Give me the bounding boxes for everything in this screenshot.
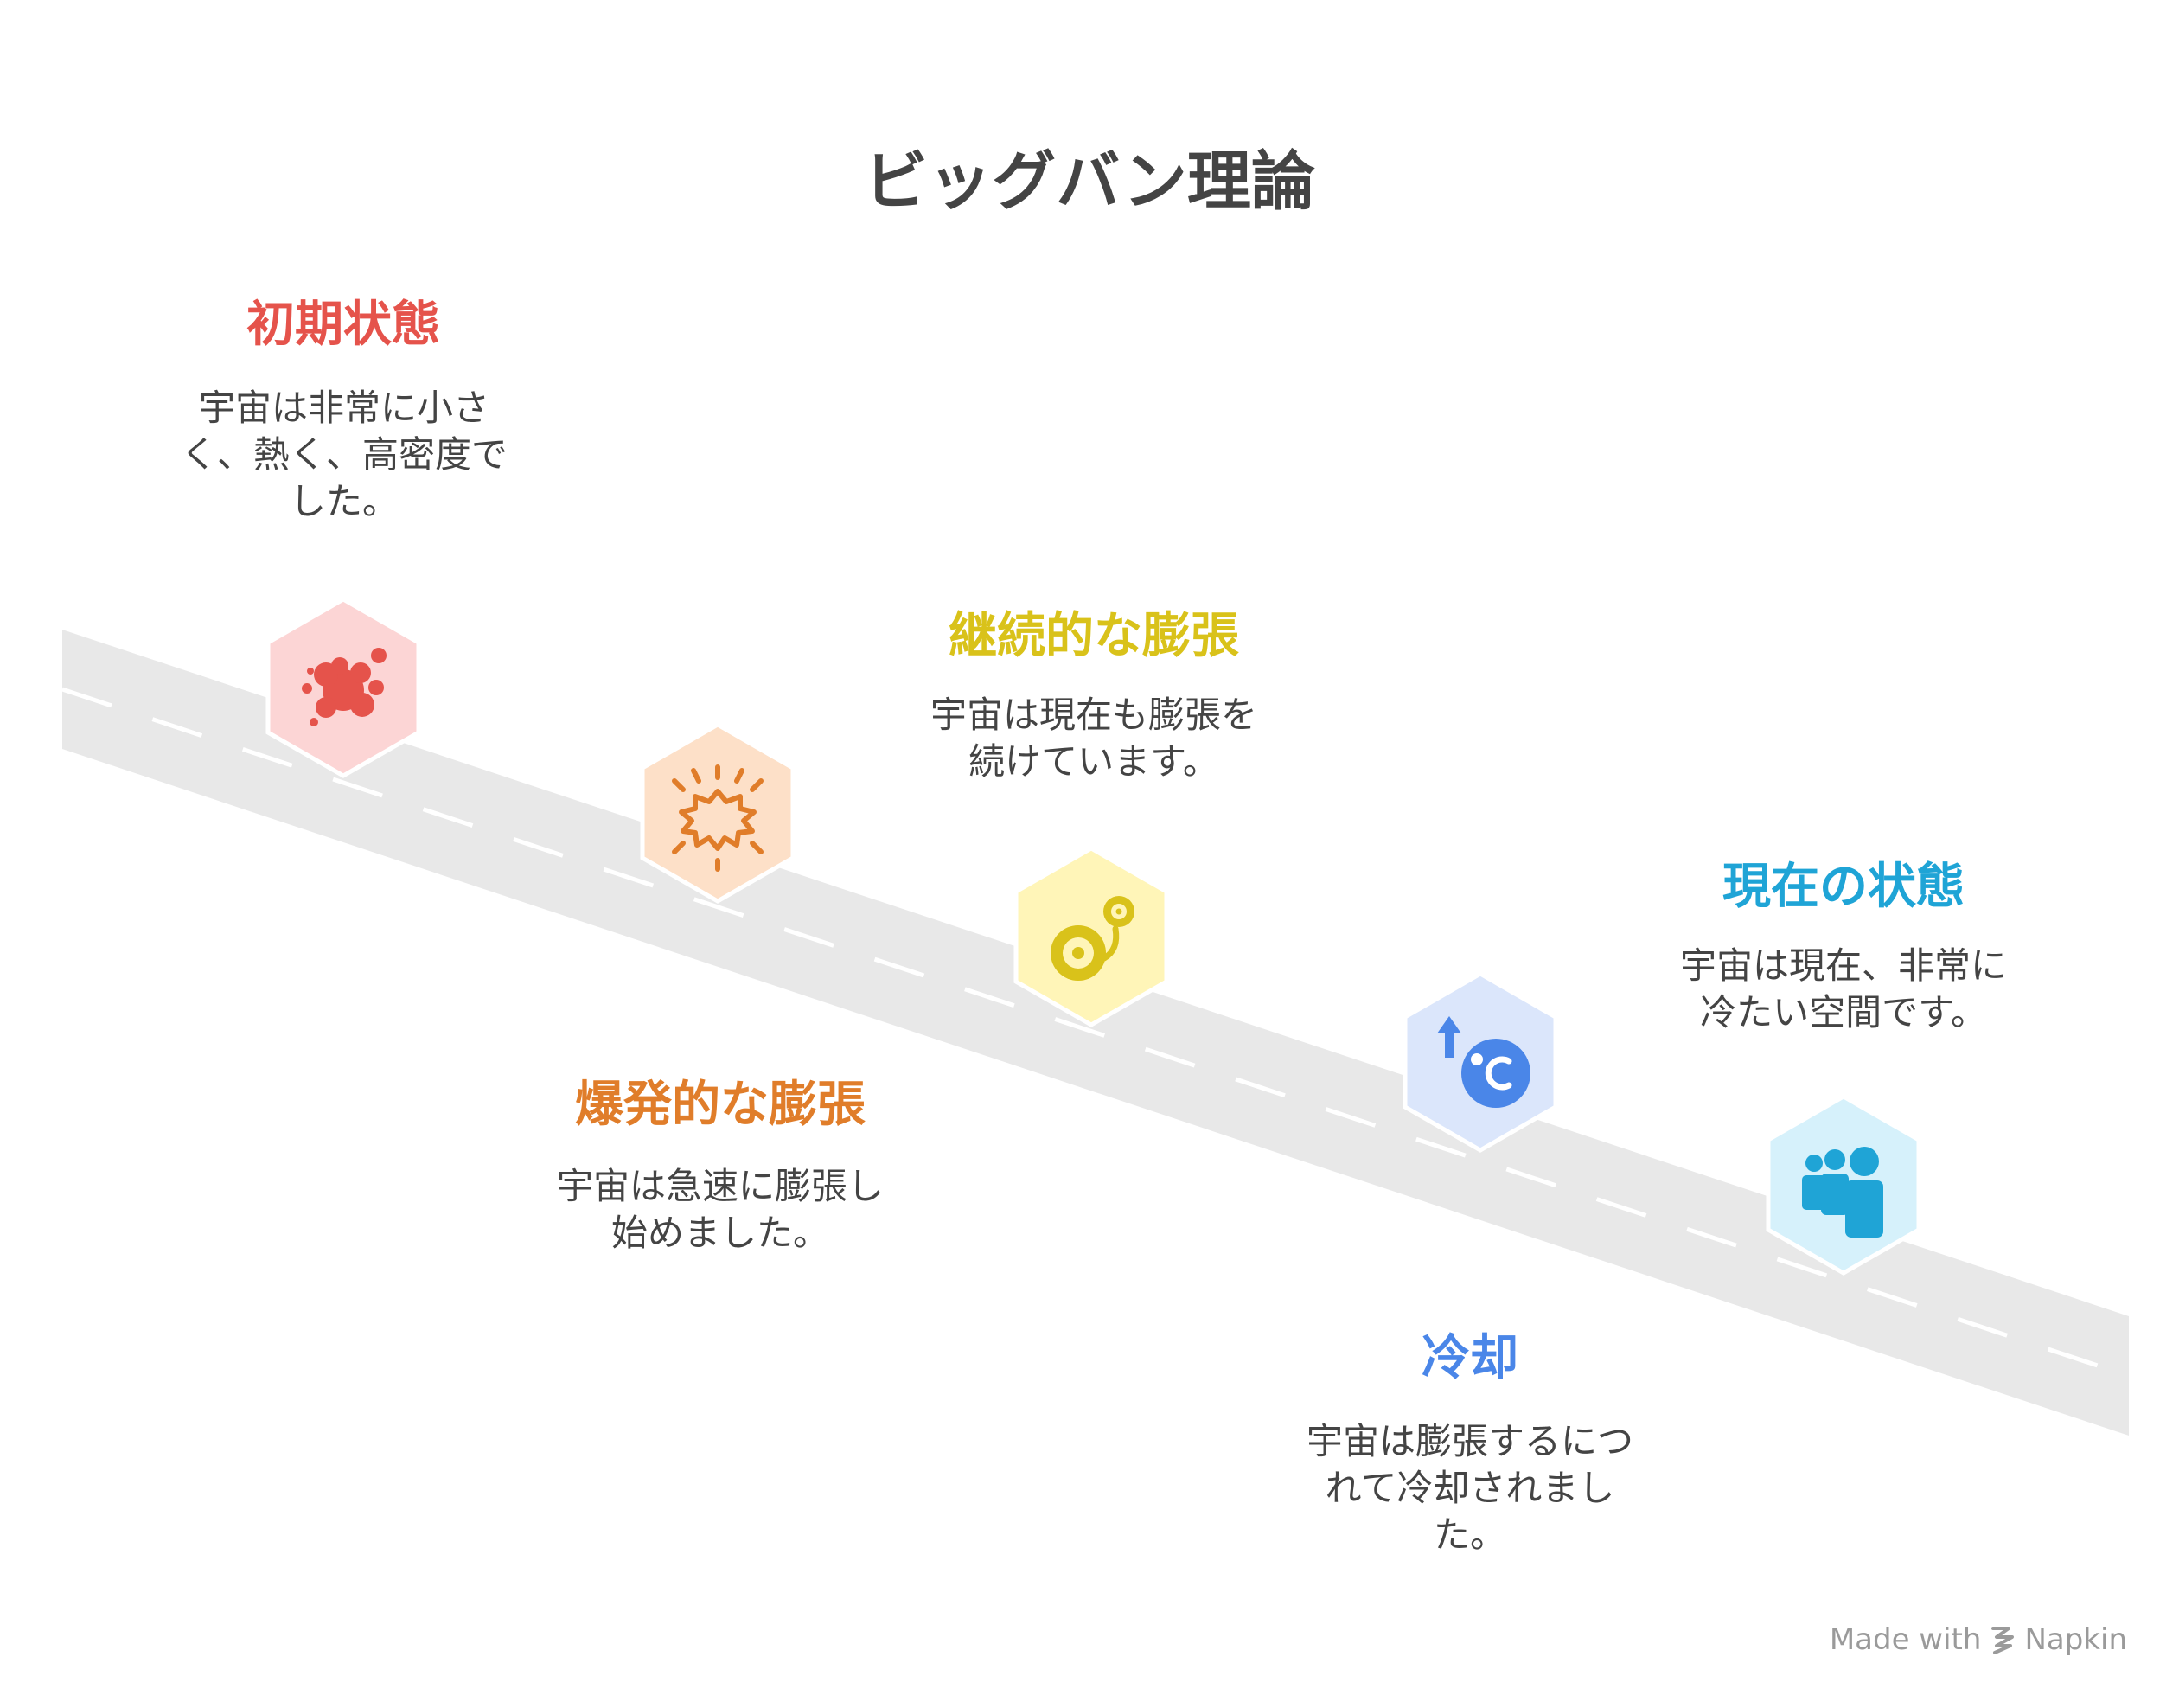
- napkin-logo-icon: [1991, 1627, 2015, 1654]
- footer-watermark: Made with Napkin: [1830, 1622, 2127, 1657]
- page-title: ビッグバン理論: [864, 144, 1315, 219]
- footer-brand: Napkin: [2024, 1622, 2127, 1657]
- stage-hexagon-continued: [1013, 846, 1169, 1027]
- splatter-icon: [302, 648, 387, 726]
- stage-hexagon-initial: [265, 597, 421, 778]
- stage-title-explosive: 爆発的な膨張: [575, 1077, 866, 1133]
- temperature-celsius-icon: [1437, 1016, 1530, 1108]
- stage-title-initial: 初期状態: [246, 297, 440, 353]
- stage-description-continued: 宇宙は現在も膨張を 続けています。: [930, 694, 1257, 783]
- spiral-expansion-icon: [1051, 896, 1134, 981]
- stage-title-continued: 継続的な膨張: [949, 608, 1239, 664]
- footer-made-with: Made with: [1829, 1622, 1982, 1657]
- stage-title-cooling: 冷却: [1422, 1330, 1518, 1386]
- stage-hexagon-cooling: [1403, 971, 1558, 1153]
- stage-hexagon-current: [1766, 1094, 1921, 1276]
- stage-description-cooling: 宇宙は膨張するにつ れて冷却されまし た。: [1306, 1420, 1633, 1556]
- stage-title-current: 現在の状態: [1722, 859, 1965, 915]
- explosion-icon: [672, 764, 764, 872]
- stage-description-explosive: 宇宙は急速に膨張し 始めました。: [556, 1165, 884, 1254]
- stage-description-initial: 宇宙は非常に小さ く、熱く、高密度で した。: [180, 387, 508, 522]
- stage-hexagon-explosive: [640, 722, 796, 904]
- stage-description-current: 宇宙は現在、非常に 冷たい空間です。: [1679, 944, 2007, 1033]
- people-group-icon: [1802, 1147, 1883, 1238]
